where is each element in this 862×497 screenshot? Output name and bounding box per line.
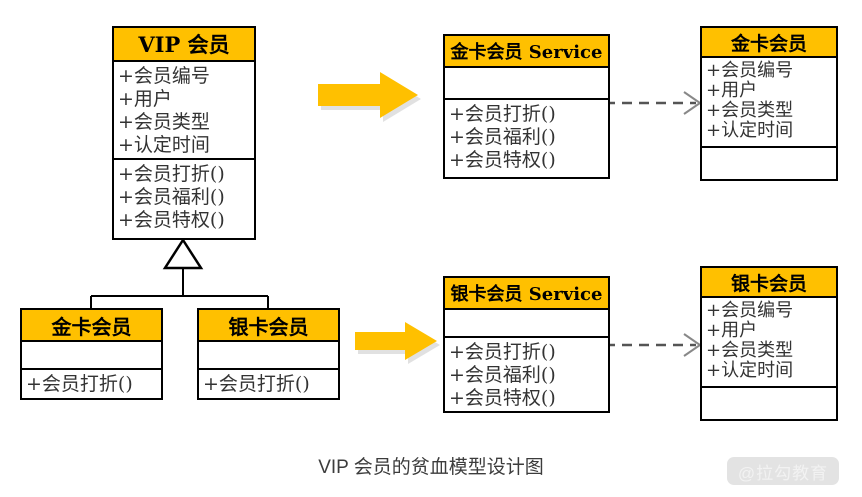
watermark-badge: @拉勾教育 — [727, 457, 839, 485]
methods-compartment-gold-entity — [702, 146, 836, 179]
methods-compartment-silver-entity — [702, 386, 836, 419]
methods-compartment-gold-service: +会员打折() +会员福利() +会员特权() — [445, 98, 608, 177]
class-box-gold-entity[interactable]: 金卡会员 +会员编号 +用户 +会员类型 +认定时间 — [700, 26, 838, 181]
attribute-row: +用户 — [706, 320, 758, 341]
attribute-row: +用户 — [706, 80, 758, 101]
class-box-silver-subclass[interactable]: 银卡会员 +会员打折() — [197, 308, 340, 400]
methods-compartment-vip: +会员打折() +会员福利() +会员特权() — [114, 158, 254, 238]
dependency-connector-silver — [605, 333, 702, 357]
class-title-gold-entity: 金卡会员 — [702, 28, 836, 58]
attributes-compartment-gold-entity: +会员编号 +用户 +会员类型 +认定时间 — [702, 58, 836, 146]
methods-compartment-silver-service: +会员打折() +会员福利() +会员特权() — [445, 336, 608, 411]
attribute-row: +会员类型 — [706, 100, 794, 121]
method-row: +会员特权() — [449, 387, 556, 409]
method-row: +会员福利() — [118, 186, 225, 208]
attribute-row: +会员类型 — [706, 340, 794, 361]
method-row: +会员打折() — [449, 103, 556, 125]
class-box-gold-subclass[interactable]: 金卡会员 +会员打折() — [20, 308, 163, 400]
attribute-row: +会员编号 — [706, 300, 794, 321]
dependency-connector-gold — [605, 91, 702, 115]
class-title-gold-subclass: 金卡会员 — [22, 310, 161, 342]
methods-compartment-gold-subclass: +会员打折() — [22, 368, 161, 398]
diagram-caption: VIP 会员的贫血模型设计图 — [318, 457, 544, 478]
method-row: +会员打折() — [449, 341, 556, 363]
attribute-row: +会员类型 — [118, 111, 210, 133]
attributes-compartment-gold-service — [445, 68, 608, 98]
method-row: +会员打折() — [203, 373, 310, 395]
method-row: +会员福利() — [449, 364, 556, 386]
attribute-row: +认定时间 — [118, 134, 210, 156]
method-row: +会员福利() — [449, 126, 556, 148]
generalization-connector — [90, 237, 269, 310]
class-box-gold-service[interactable]: 金卡会员 Service +会员打折() +会员福利() +会员特权() — [443, 34, 610, 179]
methods-compartment-silver-subclass: +会员打折() — [199, 368, 338, 398]
class-title-silver-service: 银卡会员 Service — [445, 278, 608, 310]
method-row: +会员打折() — [26, 373, 133, 395]
attributes-compartment-vip: +会员编号 +用户 +会员类型 +认定时间 — [114, 62, 254, 158]
transform-arrow-top — [318, 72, 421, 122]
method-row: +会员特权() — [449, 149, 556, 171]
attributes-compartment-silver-subclass — [199, 342, 338, 368]
class-title-gold-service: 金卡会员 Service — [445, 36, 608, 68]
method-row: +会员打折() — [118, 163, 225, 185]
class-title-silver-subclass: 银卡会员 — [199, 310, 338, 342]
transform-arrow-bottom — [355, 322, 440, 364]
class-box-silver-entity[interactable]: 银卡会员 +会员编号 +用户 +会员类型 +认定时间 — [700, 266, 838, 421]
attributes-compartment-silver-entity: +会员编号 +用户 +会员类型 +认定时间 — [702, 298, 836, 386]
attribute-row: +认定时间 — [706, 360, 794, 381]
class-box-vip-member[interactable]: VIP 会员 +会员编号 +用户 +会员类型 +认定时间 +会员打折() +会员… — [112, 26, 256, 240]
attribute-row: +会员编号 — [118, 65, 210, 87]
class-box-silver-service[interactable]: 银卡会员 Service +会员打折() +会员福利() +会员特权() — [443, 276, 610, 413]
attribute-row: +用户 — [118, 88, 172, 110]
class-title-silver-entity: 银卡会员 — [702, 268, 836, 298]
attributes-compartment-gold-subclass — [22, 342, 161, 368]
attributes-compartment-silver-service — [445, 310, 608, 336]
method-row: +会员特权() — [118, 209, 225, 231]
attribute-row: +会员编号 — [706, 60, 794, 81]
attribute-row: +认定时间 — [706, 120, 794, 141]
class-title-vip-member: VIP 会员 — [114, 28, 254, 62]
